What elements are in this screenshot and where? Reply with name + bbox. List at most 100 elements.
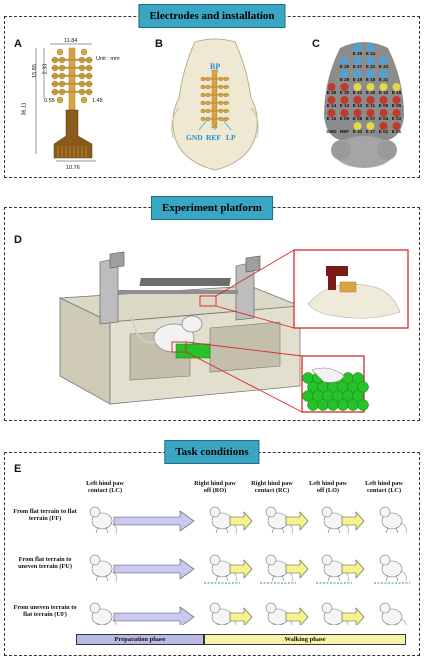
event-header-2: Right hind paw off (RO) xyxy=(194,480,236,495)
electrode-dot xyxy=(340,109,349,117)
electrode-label: E 19 xyxy=(352,77,363,82)
electrode-label: E 22 xyxy=(365,64,376,69)
rat-pose xyxy=(379,506,407,534)
walking-arrow xyxy=(229,559,253,579)
electrode-dot xyxy=(353,70,362,78)
skull-implant-illustration xyxy=(171,38,259,171)
electrode-dot xyxy=(379,57,388,65)
electrode-label: E 20 xyxy=(365,90,376,95)
dim-right: 1.45 xyxy=(92,98,103,104)
electrode-dot xyxy=(340,57,349,65)
electrode-dot xyxy=(353,109,362,117)
lp-label: LP xyxy=(226,133,236,142)
electrode-dot xyxy=(340,70,349,78)
electrode-array-diagram xyxy=(35,43,96,162)
electrode-label: E 09 xyxy=(339,116,350,121)
electrode-label: E 10 xyxy=(326,116,337,121)
rat-pose xyxy=(379,602,407,625)
walking-arrow xyxy=(285,559,309,579)
electrodes-title: Electrodes and installation xyxy=(138,4,286,28)
terrain-ball xyxy=(352,372,364,384)
electrode-label: E 16 xyxy=(391,90,402,95)
rat-pose xyxy=(89,602,117,625)
electrode-label: E 13 xyxy=(339,103,350,108)
walking-arrow xyxy=(341,559,365,579)
panel-d-label: D xyxy=(14,234,22,246)
electrode-dot xyxy=(366,57,375,65)
walking-arrow xyxy=(285,607,309,625)
electrode-label: E 04 xyxy=(378,116,389,121)
terrain-ball xyxy=(337,399,349,411)
electrode-label: E 28 xyxy=(339,77,350,82)
electrode-label: E 18 xyxy=(365,77,376,82)
event-header-5: Left hind paw contact (LC) xyxy=(365,480,403,495)
electrode-dot xyxy=(366,83,375,91)
event-header-4: Left hind paw off (LO) xyxy=(309,480,347,495)
panel-e-label: E xyxy=(14,463,22,475)
electrode-dot xyxy=(392,122,401,130)
electrode-label: E 03 xyxy=(391,116,402,121)
electrode-label: E 11 xyxy=(365,103,376,108)
terrain-ball xyxy=(357,381,369,393)
walking-arrow xyxy=(341,511,365,531)
electrode-label: E 30 xyxy=(339,90,350,95)
walking-arrow xyxy=(285,511,309,531)
electrode-dot xyxy=(366,122,375,130)
electrode-label: E 15 xyxy=(378,90,389,95)
electrode-label: E 12 xyxy=(352,103,363,108)
experiment-platform-diagram xyxy=(58,249,409,413)
electrode-dot xyxy=(366,44,375,52)
preparation-phase-bar: Preparation phase xyxy=(76,634,204,645)
electrode-dot xyxy=(340,96,349,104)
electrode-dot xyxy=(379,96,388,104)
terrain-ball xyxy=(352,390,364,402)
electrode-dot xyxy=(353,57,362,65)
electrode-dot xyxy=(327,83,336,91)
ref-label: REF xyxy=(206,133,221,142)
electrode-dot xyxy=(353,44,362,52)
panel-c-label: C xyxy=(312,38,320,50)
brain-map xyxy=(324,42,404,168)
electrode-dot xyxy=(379,109,388,117)
walking-arrow xyxy=(341,607,365,625)
electrode-dot xyxy=(392,83,401,91)
electrode-dot xyxy=(366,70,375,78)
preparation-arrow xyxy=(113,558,195,580)
dim-bottom-width: 10.76 xyxy=(66,165,80,171)
electrode-dot xyxy=(379,83,388,91)
electrode-label: E 17 xyxy=(365,129,376,134)
electrode-dot xyxy=(353,122,362,130)
panel-a-label: A xyxy=(14,38,22,50)
electrode-label: REF xyxy=(339,129,350,134)
dim-height-total: 36.11 xyxy=(21,102,28,116)
electrode-dot xyxy=(327,109,336,117)
preparation-arrow xyxy=(113,510,195,532)
electrode-dot xyxy=(392,96,401,104)
electrode-label: E 06 xyxy=(378,103,389,108)
electrode-dot xyxy=(366,96,375,104)
electrode-label: E 32 xyxy=(352,129,363,134)
terrain-ball xyxy=(327,399,339,411)
electrode-label: E 02 xyxy=(378,129,389,134)
electrode-label: E 14 xyxy=(326,103,337,108)
task-sequence-diagram xyxy=(89,506,410,625)
event-header-1: Left hind paw contact (LC) xyxy=(86,480,124,495)
condition-label-fu: From flat terrain to uneven terrain (FU) xyxy=(18,556,72,571)
panel-b-label: B xyxy=(155,38,163,50)
preparation-arrow xyxy=(113,606,195,625)
electrode-label: E 01 xyxy=(391,129,402,134)
electrode-dot xyxy=(327,96,336,104)
electrode-label: E 25 xyxy=(352,51,363,56)
electrode-dot xyxy=(353,83,362,91)
electrode-label: E 26 xyxy=(339,64,350,69)
terrain-ball xyxy=(347,399,359,411)
bp-label: BP xyxy=(210,62,221,71)
rat-pose xyxy=(89,554,117,582)
walking-arrow xyxy=(229,511,253,531)
electrode-label: E 31 xyxy=(352,90,363,95)
electrode-dot xyxy=(392,109,401,117)
electrode-label: E 07 xyxy=(365,116,376,121)
electrode-label: GND xyxy=(326,129,337,134)
task-title: Task conditions xyxy=(164,440,260,464)
